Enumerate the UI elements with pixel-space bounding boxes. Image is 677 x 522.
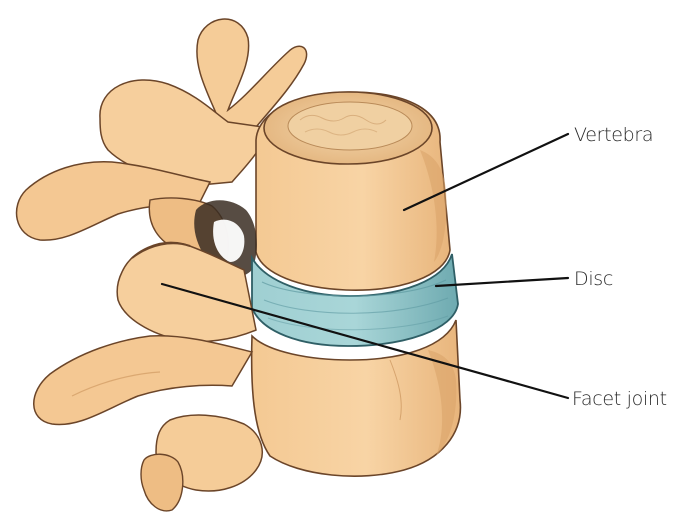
lower-vertebra-posterior [34, 242, 263, 510]
vertebra-label: Vertebra [574, 124, 653, 146]
vertebral-body-upper [256, 92, 450, 290]
lower-transverse-process [34, 336, 252, 425]
lower-inferior-tip [141, 454, 183, 511]
facet-joint-label: Facet joint [572, 388, 667, 410]
disc-label: Disc [574, 268, 613, 290]
